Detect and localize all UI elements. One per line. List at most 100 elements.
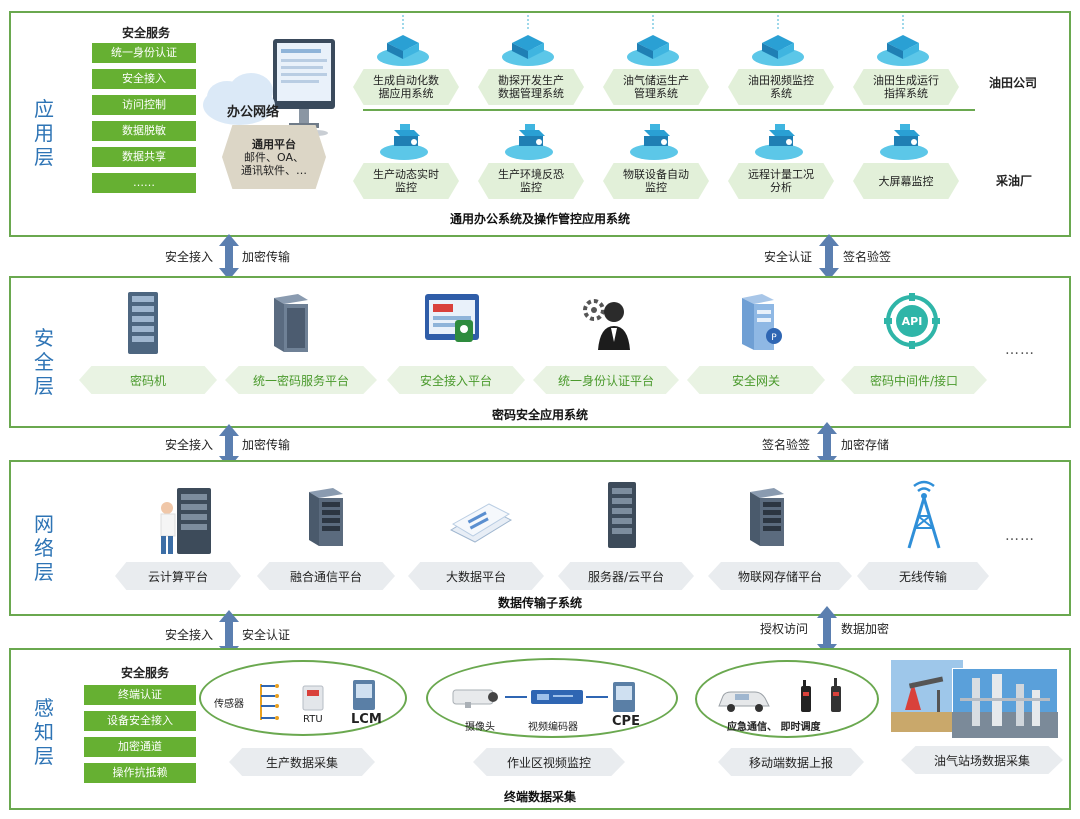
office-network-icon (203, 39, 335, 136)
services-title: 安全服务 (120, 666, 169, 680)
security-item[interactable]: 密码中间件/接口 (841, 366, 987, 394)
plant-system-item[interactable]: 生产动态实时 监控 (353, 163, 459, 199)
device-cube-icon (755, 124, 803, 160)
service-button[interactable]: 操作抗抵赖 (84, 763, 196, 783)
network-item[interactable]: 物联网存储平台 (708, 562, 852, 590)
svg-text:P: P (771, 333, 777, 343)
divider-line (363, 109, 975, 111)
cpe-label: CPE (612, 714, 640, 729)
cpe-device-icon (613, 682, 635, 712)
bidirectional-arrow-icon (817, 606, 837, 656)
crypto-service-platform-icon (274, 294, 308, 352)
company-system-item[interactable]: 油田生成运行 指挥系统 (853, 69, 959, 105)
service-button[interactable]: 安全接入 (92, 69, 196, 89)
encoder-label: 视频编码器 (528, 722, 578, 733)
company-system-item[interactable]: 生成自动化数 据应用系统 (353, 69, 459, 105)
service-button[interactable]: …… (92, 173, 196, 193)
radio-handset-icon (831, 678, 841, 712)
big-data-icon (449, 503, 513, 543)
company-system-item[interactable]: 油田视频监控 系统 (728, 69, 834, 105)
layer-bottom-title: 数据传输子系统 (497, 596, 582, 610)
layer-bottom-title: 通用办公系统及操作管控应用系统 (449, 212, 630, 226)
arrow-label: 授权访问 (760, 622, 809, 636)
services-title: 安全服务 (121, 26, 170, 40)
bidirectional-arrow-icon (817, 422, 837, 468)
arrow-label: 数据加密 (841, 622, 890, 636)
service-button[interactable]: 数据脱敏 (92, 121, 196, 141)
api-label: API (902, 315, 923, 328)
layer-bottom-title: 终端数据采集 (503, 790, 576, 804)
system-cube-icon (377, 15, 429, 66)
layer-name: 网络层 (34, 512, 54, 584)
service-button[interactable]: 统一身份认证 (92, 43, 196, 63)
arrow-label: 加密传输 (242, 438, 291, 452)
plant-system-item[interactable]: 大屏幕监控 (853, 163, 959, 199)
arrow-label: 加密传输 (242, 250, 291, 264)
network-item[interactable]: 云计算平台 (115, 562, 241, 590)
system-cube-icon (752, 15, 804, 66)
perception-item[interactable]: 生产数据采集 (229, 748, 375, 776)
device-cube-icon (880, 124, 928, 160)
plant-system-item[interactable]: 物联设备自动 监控 (603, 163, 709, 199)
mobile-report-oval (695, 660, 879, 738)
video-encoder-icon (531, 690, 583, 704)
system-cube-icon (877, 15, 929, 66)
security-item[interactable]: 密码机 (79, 366, 217, 394)
device-cube-icon (630, 124, 678, 160)
application-layer: 应用层 安全服务 统一身份认证 安全接入 访问控制 数据脱敏 数据共享 …… 办… (9, 11, 1071, 237)
security-layer: 安全层 P API 密码机 统一密码服务平台 安全接入平台 统一身份认证平台 安… (9, 276, 1071, 428)
security-item[interactable]: 统一身份认证平台 (533, 366, 679, 394)
service-button[interactable]: 终端认证 (84, 685, 196, 705)
office-network-label: 办公网络 (227, 105, 280, 120)
perception-item[interactable]: 作业区视频监控 (473, 748, 625, 776)
service-button[interactable]: 访问控制 (92, 95, 196, 115)
device-cube-icon (505, 124, 553, 160)
company-system-item[interactable]: 油气储运生产 管理系统 (603, 69, 709, 105)
security-item[interactable]: 统一密码服务平台 (225, 366, 377, 394)
api-icon: API (884, 293, 940, 349)
lcm-device-icon (353, 680, 375, 710)
arrow-label: 安全接入 (165, 628, 214, 642)
layer-name: 应用层 (34, 97, 54, 169)
plant-system-item[interactable]: 生产环境反恐 监控 (478, 163, 584, 199)
system-cube-icon (502, 15, 554, 66)
radio-handset-icon (801, 680, 811, 712)
vehicle-icon (718, 691, 770, 712)
connector-line (586, 696, 608, 698)
service-button[interactable]: 加密通道 (84, 737, 196, 757)
service-button[interactable]: 数据共享 (92, 147, 196, 167)
security-gateway-icon: P (742, 294, 782, 350)
converged-comm-icon (309, 488, 343, 546)
arrow-label: 加密存储 (841, 438, 890, 452)
network-item[interactable]: 融合通信平台 (257, 562, 395, 590)
bidirectional-arrow-icon (219, 424, 239, 468)
network-item[interactable]: 无线传输 (857, 562, 989, 590)
arrow-label: 安全认证 (242, 628, 291, 642)
bidirectional-arrow-icon (819, 234, 839, 280)
arrow-label: 安全认证 (764, 250, 813, 264)
sensor-label: 传感器 (214, 699, 244, 710)
ellipsis: …… (1005, 342, 1035, 358)
service-button[interactable]: 设备安全接入 (84, 711, 196, 731)
perception-item[interactable]: 油气站场数据采集 (901, 746, 1063, 774)
company-system-item[interactable]: 勘探开发生产 数据管理系统 (478, 69, 584, 105)
common-platform-hex: 通用平台 邮件、OA、 通讯软件、… (222, 125, 326, 189)
network-item[interactable]: 大数据平台 (408, 562, 544, 590)
secure-access-platform-icon (425, 294, 479, 342)
camera-label: 摄像头 (465, 722, 495, 733)
perception-item[interactable]: 移动端数据上报 (718, 748, 864, 776)
identity-auth-platform-icon (583, 299, 630, 350)
arrow-label: 签名验签 (843, 250, 892, 264)
security-item[interactable]: 安全网关 (687, 366, 825, 394)
mobile-oval-label: 应急通信、 即时调度 (727, 722, 821, 733)
network-item[interactable]: 服务器/云平台 (558, 562, 694, 590)
production-data-oval (199, 660, 407, 736)
layer-bottom-title: 密码安全应用系统 (491, 408, 588, 422)
system-cube-icon (627, 15, 679, 66)
network-layer: 网络层 云计算平台 融合通信平台 大数据平台 服务器/云平台 物联网存储平台 无… (9, 460, 1071, 616)
plant-system-item[interactable]: 远程计量工况 分析 (728, 163, 834, 199)
iot-storage-icon (750, 488, 784, 546)
camera-icon (452, 689, 498, 708)
cloud-computing-icon (160, 488, 211, 554)
security-item[interactable]: 安全接入平台 (387, 366, 525, 394)
